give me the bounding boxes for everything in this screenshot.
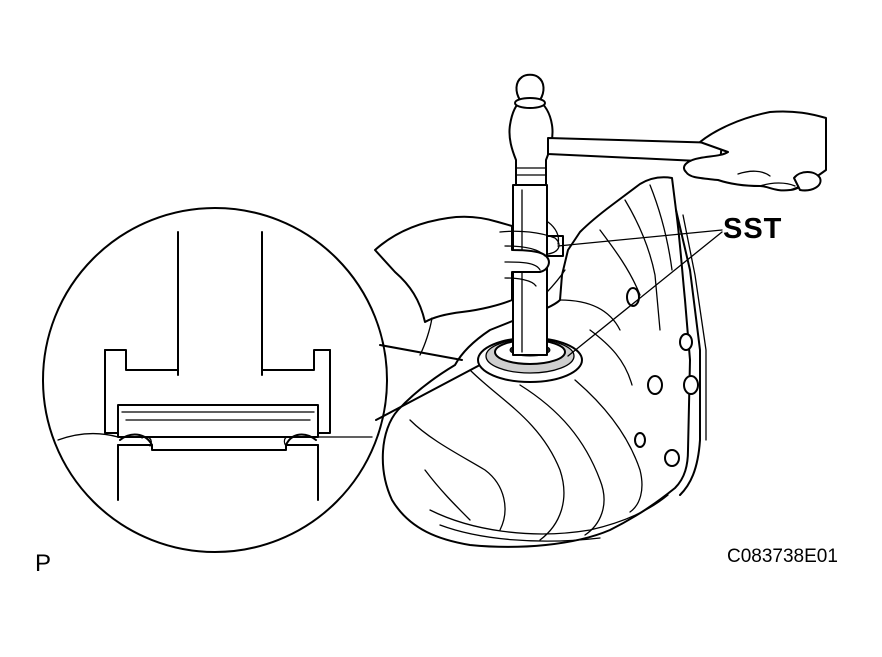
sst-label: SST: [723, 213, 783, 245]
left-hand: [374, 215, 560, 356]
sst-leaders: [557, 229, 723, 357]
detail-callout: [42, 207, 479, 553]
hammer-and-hand: [547, 110, 827, 192]
detail-section: [57, 231, 373, 501]
corner-mark: P: [35, 550, 52, 577]
figure-code: C083738E01: [727, 546, 838, 567]
